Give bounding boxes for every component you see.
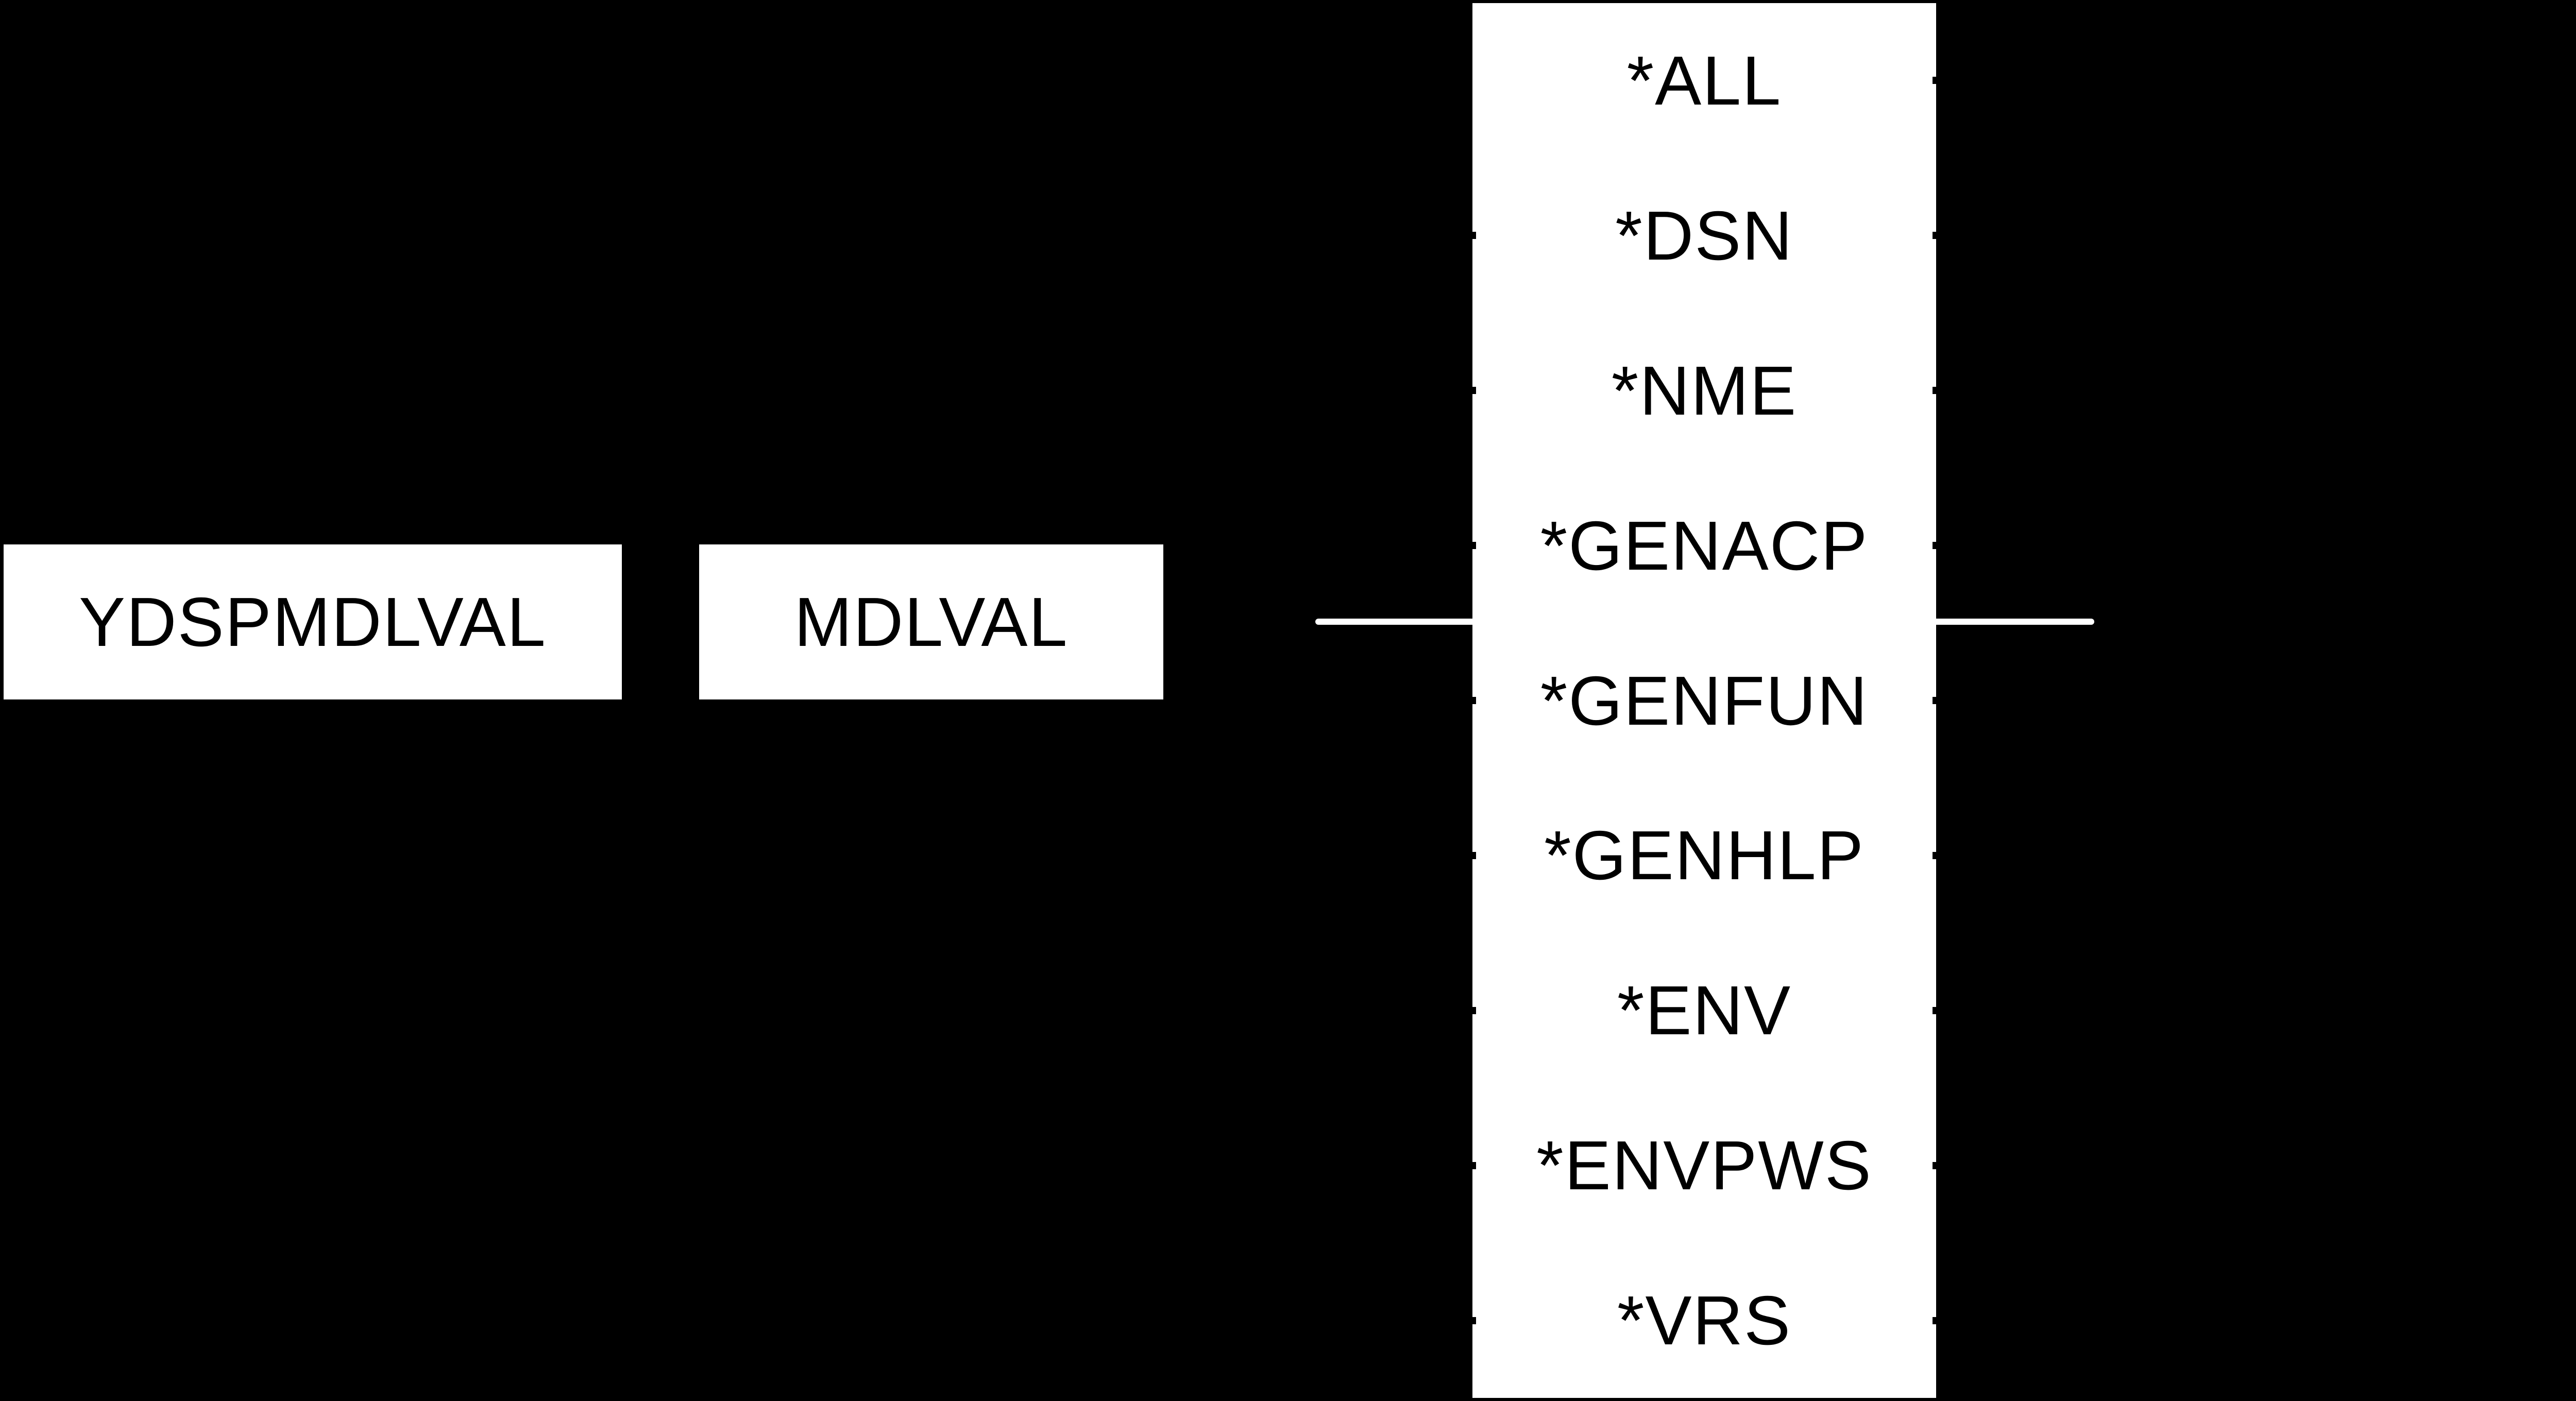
value-row: *GENHLP [1469,778,1940,933]
branch-tick-right-icon [1933,1006,1940,1014]
value-label: *NME [1611,351,1798,430]
branch-tick-right-icon [1933,232,1940,240]
branch-tick-left-icon [1469,232,1476,240]
command-box: YDSPMDLVAL [4,544,622,699]
values-choice-box: *ALL *DSN *NME *GENACP *GENFUN *GENHLP [1469,3,1940,1398]
value-row: *NME [1469,313,1940,468]
value-row: *VRS [1469,1243,1940,1398]
value-row: *GENACP [1469,468,1940,623]
branch-tick-left-icon [1469,697,1476,704]
branch-tick-right-icon [1933,697,1940,704]
branch-tick-left-icon [1469,1161,1476,1169]
value-label: *ENV [1617,971,1792,1050]
branch-tick-left-icon [1469,387,1476,395]
value-row: *DSN [1469,158,1940,313]
parameter-label: MDLVAL [794,583,1069,661]
value-label: *DSN [1615,196,1793,275]
branch-tick-right-icon [1933,387,1940,395]
value-row: *ENV [1469,933,1940,1088]
branch-tick-right-icon [1933,542,1940,550]
value-label: *GENACP [1540,506,1869,585]
value-label: *VRS [1617,1282,1792,1360]
value-row: *GENFUN [1469,623,1940,778]
branch-tick-left-icon [1469,851,1476,859]
branch-tick-left-icon [1469,1006,1476,1014]
parameter-box: MDLVAL [699,544,1163,699]
value-label: *GENHLP [1544,816,1865,895]
value-row: *ENVPWS [1469,1088,1940,1243]
value-label: *GENFUN [1540,661,1869,740]
branch-tick-right-icon [1933,1161,1940,1169]
branch-tick-left-icon [1469,1317,1476,1324]
branch-tick-right-icon [1933,1317,1940,1324]
rail-line-left [1315,619,1472,625]
rail-line-right [1936,619,2094,625]
command-label: YDSPMDLVAL [79,583,547,661]
value-label: *ALL [1626,41,1782,119]
branch-tick-right-icon [1933,77,1940,84]
value-label: *ENVPWS [1536,1126,1872,1205]
branch-tick-left-icon [1469,542,1476,550]
value-row: *ALL [1472,3,1940,158]
branch-tick-right-icon [1933,851,1940,859]
